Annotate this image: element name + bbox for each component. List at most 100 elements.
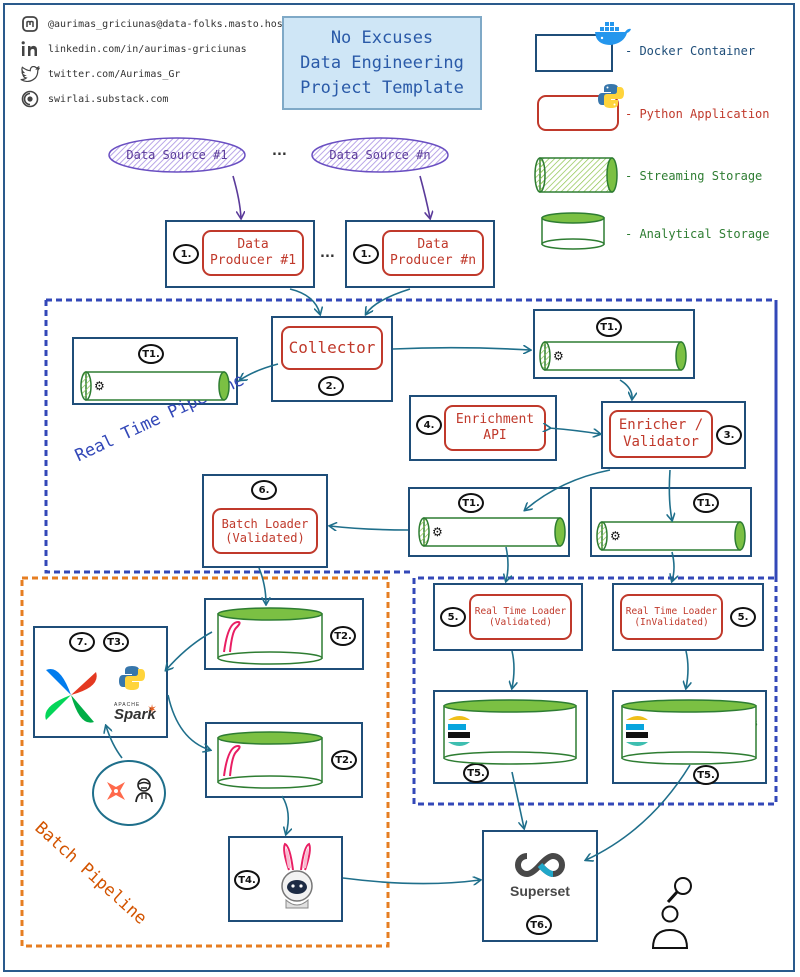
step-number: 1. xyxy=(353,244,379,264)
enriched-topic-container xyxy=(408,487,570,557)
page-title: No Excuses Data Engineering Project Temp… xyxy=(282,16,482,110)
tech-tag: T1. xyxy=(596,317,622,337)
tech-tag: T1. xyxy=(138,344,164,364)
superset-icon xyxy=(513,852,567,882)
index-label-line: InValidated Events xyxy=(649,718,759,729)
step-number: 4. xyxy=(416,415,442,435)
title-line: No Excuses xyxy=(330,27,434,48)
source-ellipse xyxy=(311,137,449,173)
tech-tag: T3. xyxy=(103,632,129,652)
rt-loader-label: (InValidated) xyxy=(634,617,709,628)
spark-logo: APACHE Spark ✶ xyxy=(114,702,158,723)
rt-loader-validated: Real Time Loader (Validated) xyxy=(469,594,572,640)
tech-tag: T2. xyxy=(331,750,357,770)
python-icon xyxy=(118,664,146,696)
rt-loader-label: Real Time Loader xyxy=(474,605,567,617)
tech-tag: T6. xyxy=(526,915,552,935)
rt-loader-label: (Validated) xyxy=(489,617,552,628)
data-source-label: Data Source #n xyxy=(329,148,431,162)
index-label-line: Index xyxy=(507,731,539,742)
tech-tag: T5. xyxy=(463,763,489,783)
rt-loader-invalidated: Real Time Loader (InValidated) xyxy=(620,594,723,640)
raw-topic-label: Raw Events Topic xyxy=(571,348,663,359)
enricher-label: Enricher / xyxy=(618,417,704,434)
step-number: 3. xyxy=(716,425,742,445)
bucket-label-line: Enriched Events xyxy=(233,625,319,636)
title-line: Data Engineering xyxy=(300,52,464,73)
dead-letter-left-label: Dead Letter Topic xyxy=(112,378,210,389)
source-ellipse xyxy=(108,137,246,173)
producer-1: Data Producer #1 xyxy=(202,230,304,276)
superset-label: Superset xyxy=(510,883,570,899)
step-number: 7. xyxy=(69,632,95,652)
batch-loader: Batch Loader (Validated) xyxy=(212,508,318,554)
mastodon-icon xyxy=(20,14,40,34)
dead-letter-right-container xyxy=(590,487,752,557)
docker-icon xyxy=(593,18,633,52)
producer-label: Data xyxy=(237,237,269,253)
contact-mastodon[interactable]: @aurimas_griciunas@data-folks.masto.host xyxy=(20,14,289,34)
legend-python-box xyxy=(537,95,619,131)
linkedin-icon xyxy=(20,39,40,59)
tech-tag: T2. xyxy=(330,626,356,646)
validated-index-label: Validated Events Index xyxy=(468,717,578,743)
legend-streaming-label: - Streaming Storage xyxy=(625,169,763,183)
contact-text: @aurimas_griciunas@data-folks.masto.host xyxy=(48,18,289,30)
dead-letter-right-label: Dead Letter Topic xyxy=(626,531,724,542)
tech-tag: T1. xyxy=(458,493,484,513)
batch-loader-label: Batch Loader xyxy=(221,516,309,531)
rabbit-astronaut-icon xyxy=(272,842,322,918)
ellipsis: ... xyxy=(272,144,287,159)
enrichment-label: Enrichment xyxy=(455,412,535,428)
curated-bucket-label: Curated Data Bucket xyxy=(230,745,324,771)
step-number: 6. xyxy=(251,480,277,500)
enriched-topic-label: Enriched Events Topic xyxy=(446,527,554,537)
contact-substack[interactable]: swirlai.substack.com xyxy=(20,89,168,109)
batch-loader-label: (Validated) xyxy=(225,531,305,545)
enriched-bucket-label: Enriched Events Bucket xyxy=(226,624,326,650)
data-source-label: Data Source #1 xyxy=(126,148,228,162)
airflow-icon xyxy=(42,664,100,730)
python-icon xyxy=(597,82,625,114)
title-line: Project Template xyxy=(300,77,464,98)
contact-text: twitter.com/Aurimas_Gr xyxy=(48,68,181,80)
step-number: 5. xyxy=(730,607,756,627)
data-source-1: Data Source #1 xyxy=(107,136,247,174)
contact-linkedin[interactable]: linkedin.com/in/aurimas-griciunas xyxy=(20,39,247,59)
producer-label: Data xyxy=(417,237,449,253)
substack-icon xyxy=(20,89,40,109)
step-number: 5. xyxy=(440,607,466,627)
tech-tag: T5. xyxy=(693,765,719,785)
great-expectations-icon xyxy=(132,776,156,808)
dbt-icon xyxy=(104,779,128,807)
ellipsis: ... xyxy=(320,246,335,261)
twitter-icon xyxy=(20,64,40,84)
legend-python-label: - Python Application xyxy=(625,107,770,121)
contact-text: linkedin.com/in/aurimas-griciunas xyxy=(48,43,247,55)
enricher-label: Validator xyxy=(623,434,699,450)
contact-text: swirlai.substack.com xyxy=(48,93,169,105)
contact-twitter[interactable]: twitter.com/Aurimas_Gr xyxy=(20,64,180,84)
index-label-line: Validated Events xyxy=(474,718,572,729)
rt-loader-label: Real Time Loader xyxy=(625,605,718,617)
enrichment-label: API xyxy=(483,428,507,443)
bucket-label-line: Bucket xyxy=(258,638,294,649)
producer-label: Producer #n xyxy=(389,253,477,268)
spark-star-icon: ✶ xyxy=(147,702,158,716)
data-source-n: Data Source #n xyxy=(310,136,450,174)
tech-tag: T4. xyxy=(234,870,260,890)
page-frame xyxy=(3,3,795,972)
producer-label: Producer #1 xyxy=(209,253,297,268)
step-number: 2. xyxy=(318,376,344,396)
enricher-validator: Enricher / Validator xyxy=(609,410,713,458)
producer-n: Data Producer #n xyxy=(382,230,484,276)
enrichment-api: Enrichment API xyxy=(444,405,546,451)
step-number: 1. xyxy=(173,244,199,264)
legend-docker-label: - Docker Container xyxy=(625,44,756,58)
bucket-label-line: Curated Data xyxy=(237,745,317,758)
invalidated-index-label: InValidated Events Index xyxy=(648,717,760,743)
user-magnifier-icon[interactable] xyxy=(648,874,698,958)
index-label-line: Index xyxy=(688,731,720,742)
collector: Collector xyxy=(281,326,383,370)
legend-analytical-label: - Analytical Storage xyxy=(625,227,770,241)
